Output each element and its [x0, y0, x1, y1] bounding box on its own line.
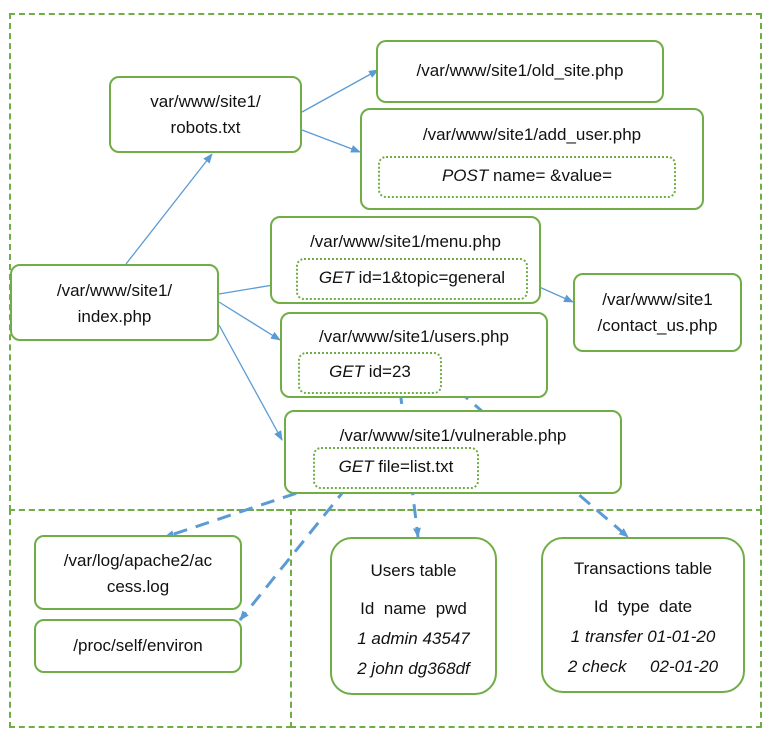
access-log-line-2: cess.log — [106, 577, 170, 596]
users-php-node[interactable]: /var/www/site1/users.php GET id=23 — [280, 312, 548, 398]
contact-us-php-node[interactable]: /var/www/site1 /contact_us.php — [573, 273, 742, 352]
users-table-node[interactable]: Users table Id name pwd 1 admin 43547 2 … — [330, 537, 497, 695]
users-table-header: Id name pwd — [360, 599, 467, 618]
menu-get-param: GET id=1&topic=general — [296, 258, 528, 300]
add-user-php-title: /var/www/site1/add_user.php — [422, 125, 642, 144]
old-site-php-label: /var/www/site1/old_site.php — [416, 61, 624, 80]
vulnerable-php-title: /var/www/site1/vulnerable.php — [339, 426, 567, 445]
users-table-row-2: 2 john dg368df — [357, 659, 470, 678]
users-get-verb: GET — [329, 362, 365, 381]
add-user-post-param: POST name= &value= — [378, 156, 676, 198]
users-php-title: /var/www/site1/users.php — [319, 327, 509, 346]
index-php-line-2: index.php — [77, 307, 152, 326]
robots-txt-line-2: robots.txt — [170, 118, 241, 137]
access-log-node[interactable]: /var/log/apache2/ac cess.log — [34, 535, 242, 610]
menu-php-node[interactable]: /var/www/site1/menu.php GET id=1&topic=g… — [270, 216, 541, 304]
vulnerable-get-verb: GET — [338, 457, 374, 476]
vulnerable-get-param: GET file=list.txt — [313, 447, 479, 489]
robots-txt-line-1: var/www/site1/ — [150, 92, 261, 111]
add-user-post-verb: POST — [441, 166, 489, 185]
users-get-text: id=23 — [364, 362, 411, 381]
menu-get-text: id=1&topic=general — [353, 268, 506, 287]
transactions-table-title: Transactions table — [573, 559, 713, 578]
add-user-php-node[interactable]: /var/www/site1/add_user.php POST name= &… — [360, 108, 704, 210]
robots-txt-node[interactable]: var/www/site1/ robots.txt — [109, 76, 302, 153]
index-php-node[interactable]: /var/www/site1/ index.php — [10, 264, 219, 341]
users-table-row-1: 1 admin 43547 — [357, 629, 470, 648]
transactions-table-node[interactable]: Transactions table Id type date 1 transf… — [541, 537, 745, 693]
contact-us-php-line-1: /var/www/site1 — [602, 290, 713, 309]
vulnerable-get-text: file=list.txt — [373, 457, 454, 476]
users-table-title: Users table — [370, 561, 457, 580]
old-site-php-node[interactable]: /var/www/site1/old_site.php — [376, 40, 664, 103]
transactions-table-header: Id type date — [593, 597, 693, 616]
environ-node[interactable]: /proc/self/environ — [34, 619, 242, 673]
access-log-line-1: /var/log/apache2/ac — [63, 551, 213, 570]
transactions-table-row-1: 1 transfer 01-01-20 — [570, 627, 716, 646]
index-php-line-1: /var/www/site1/ — [56, 281, 173, 300]
contact-us-php-line-2: /contact_us.php — [597, 316, 718, 335]
menu-get-verb: GET — [318, 268, 354, 287]
menu-php-title: /var/www/site1/menu.php — [310, 232, 501, 251]
environ-label: /proc/self/environ — [73, 636, 203, 655]
users-get-param: GET id=23 — [298, 352, 442, 394]
add-user-post-text: name= &value= — [488, 166, 613, 185]
transactions-table-row-2: 2 check 02-01-20 — [567, 657, 719, 676]
vulnerable-php-node[interactable]: /var/www/site1/vulnerable.php GET file=l… — [284, 410, 622, 494]
